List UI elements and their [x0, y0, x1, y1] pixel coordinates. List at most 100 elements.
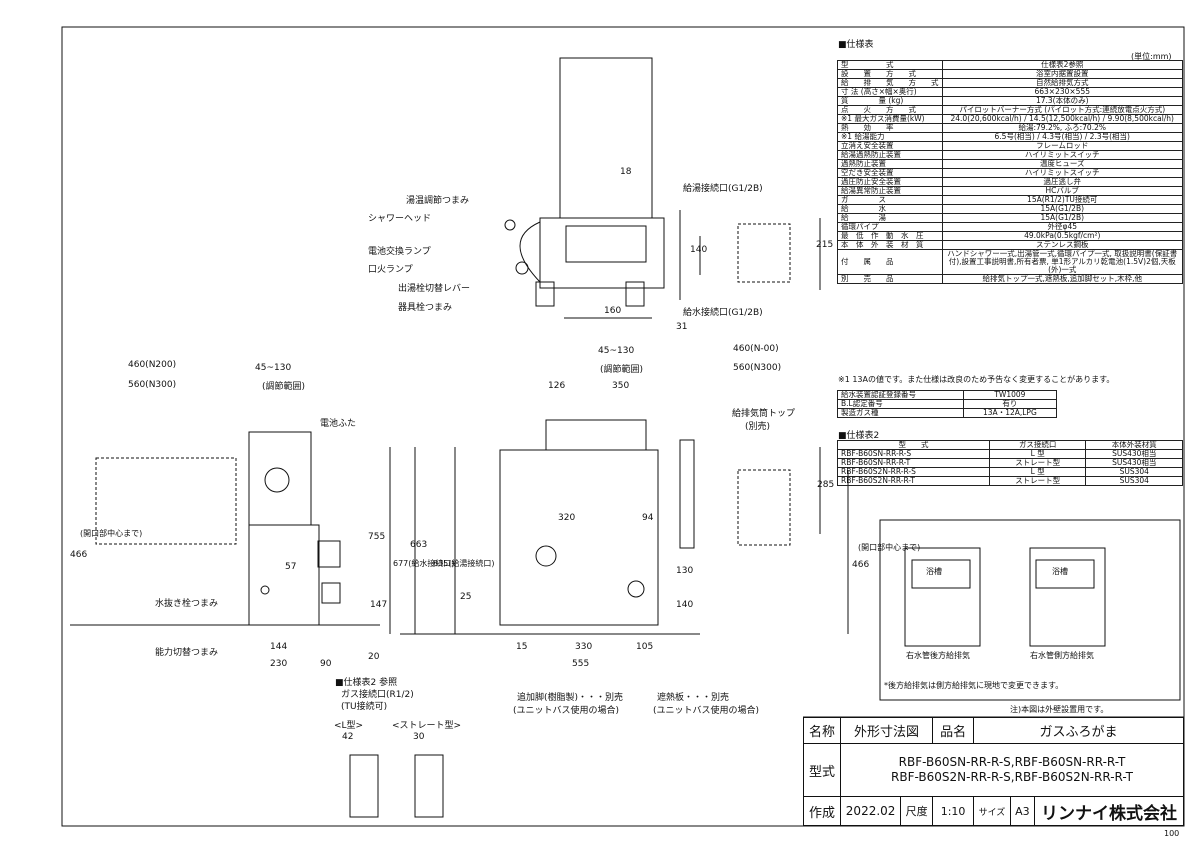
label-straight-type: <ストレート型> — [392, 721, 462, 731]
title-model-line2: RBF-B60S2N-RR-R-S,RBF-B60S2N-RR-R-T — [891, 770, 1133, 785]
dim-30: 30 — [413, 732, 425, 742]
label-leg-note: (ユニットバス使用の場合) — [513, 706, 620, 716]
title-made-key: 作成 — [803, 796, 841, 826]
label-water-inlet: 給水接続口(G1/2B) — [683, 308, 763, 318]
dim-31: 31 — [676, 322, 688, 332]
exhaust-change-note: *後方給排気は側方給排気に現地で変更できます。 — [884, 681, 1064, 690]
dim-57: 57 — [285, 562, 297, 572]
front-flue-plate — [679, 439, 695, 549]
title-block: 名称 外形寸法図 品名 ガスふろがま 型式 RBF-B60SN-RR-R-S,R… — [803, 716, 1185, 826]
dim-42: 42 — [342, 732, 354, 742]
dim-126: 126 — [548, 381, 566, 391]
label-leg: 追加脚(樹脂製)・・・別売 — [517, 693, 624, 703]
dim-18: 18 — [620, 167, 632, 177]
label-flue-top: 給排気筒トップ — [732, 409, 796, 419]
side-body — [248, 524, 320, 626]
label-gas-connection: ガス接続口(R1/2) — [341, 690, 414, 700]
title-name-key: 名称 — [803, 716, 841, 745]
adj-range-right: (調節範囲) — [600, 365, 644, 375]
label-valve-knob: 器具栓つまみ — [398, 303, 453, 313]
dim-755: 755 — [368, 532, 386, 542]
side-top-section — [248, 431, 312, 526]
spec-table: 型 式仕様表2参照 設 置 方 式浴室内据置設置 給 排 気 方 式自然給排気方… — [837, 60, 1183, 284]
dim-285: 285 — [817, 480, 835, 490]
label-hot-outlet: 給湯接続口(G1/2B) — [683, 184, 763, 194]
dim-635: 635(給湯接続口) — [433, 559, 495, 568]
dim-330: 330 — [575, 642, 593, 652]
title-item-value: ガスふろがま — [973, 716, 1184, 745]
dim-677: 677(給水接続口) — [393, 559, 455, 568]
bath-label-side: 浴槽 — [1052, 567, 1068, 576]
dim-215: 215 — [816, 240, 834, 250]
dim-555: 555 — [572, 659, 590, 669]
sheet-border — [61, 26, 1185, 827]
dim-105: 105 — [636, 642, 654, 652]
unit-note: (単位:mm) — [1131, 52, 1172, 61]
dim-94: 94 — [642, 513, 654, 523]
dim-560-n300-right: 560(N300) — [733, 363, 782, 373]
spec-title: ■仕様表 — [838, 40, 874, 50]
dim-90: 90 — [320, 659, 332, 669]
dim-20: 20 — [368, 652, 380, 662]
label-pilot-lamp: 口火ランプ — [368, 265, 413, 275]
title-size: A3 — [1009, 796, 1035, 826]
spec-note: ※1 13Aの値です。また仕様は改良のため予告なく変更することがあります。 — [838, 375, 1115, 384]
spec-row: 給湯過熱防止装置ハイリミットスイッチ — [837, 150, 1183, 160]
dim-45-130-right: 45~130 — [598, 346, 635, 356]
dim-320: 320 — [558, 513, 576, 523]
dim-45-130-left: 45~130 — [255, 363, 292, 373]
title-model-line1: RBF-B60SN-RR-R-S,RBF-B60SN-RR-R-T — [898, 755, 1126, 770]
spec-row: 付 属 品ハンドシャワー一式,出湯管一式,循環パイプ一式, 取扱説明書(保証書付… — [837, 249, 1183, 275]
label-power-switch: 能力切替つまみ — [155, 648, 219, 658]
flue-duct-top — [559, 57, 653, 219]
company-name: リンナイ株式会社 — [1033, 796, 1185, 826]
title-size-key: サイズ — [973, 796, 1011, 826]
dim-130: 130 — [676, 566, 694, 576]
label-battery-cover: 電池ふた — [320, 419, 357, 429]
side-exhaust-label: 右水管側方給排気 — [1030, 651, 1094, 660]
dim-466-left: 466 — [70, 550, 88, 560]
dim-350: 350 — [612, 381, 630, 391]
label-battery-lamp: 電池交換ランプ — [368, 247, 431, 257]
dim-25: 25 — [460, 592, 472, 602]
dim-147: 147 — [370, 600, 388, 610]
dim-466-right: 466 — [852, 560, 870, 570]
title-name-value: 外形寸法図 — [839, 716, 934, 745]
dim-144: 144 — [270, 642, 288, 652]
label-shield: 遮熱板・・・別売 — [657, 693, 730, 703]
top-panel-curve — [519, 221, 541, 283]
dim-140: 140 — [690, 245, 708, 255]
label-tu: (TU接続可) — [341, 702, 388, 712]
dim-460-n200: 460(N200) — [128, 360, 177, 370]
rear-exhaust-label: 右水管後方給排気 — [906, 651, 970, 660]
open-center-left: (開口部中心まで) — [80, 529, 143, 538]
label-drain-knob: 水抜き栓つまみ — [155, 599, 219, 609]
dim-140-front: 140 — [676, 600, 694, 610]
dim-160: 160 — [604, 306, 622, 316]
dim-15: 15 — [516, 642, 528, 652]
spec-row: 別 売 品給排気トップ一式,遮熱板,追加脚セット,木枠,他 — [837, 274, 1183, 284]
label-shower-head: シャワーヘッド — [368, 214, 432, 224]
title-item-key: 品名 — [932, 716, 975, 745]
label-temp-knob: 湯温調節つまみ — [406, 196, 470, 206]
exterior-wall-note: 注)本図は外壁設置用です。 — [1010, 705, 1109, 714]
title-model-key: 型式 — [803, 743, 841, 798]
top-vent-grille — [737, 223, 791, 283]
label-flue-sold-sep: (別売) — [745, 422, 771, 432]
dim-230: 230 — [270, 659, 288, 669]
unit-top-body — [539, 217, 665, 289]
spec2-title: ■仕様表2 — [838, 431, 880, 441]
label-tap-lever: 出湯栓切替レバー — [398, 284, 471, 294]
open-center-right: (開口部中心まで) — [858, 543, 921, 552]
bath-label-rear: 浴槽 — [926, 567, 942, 576]
